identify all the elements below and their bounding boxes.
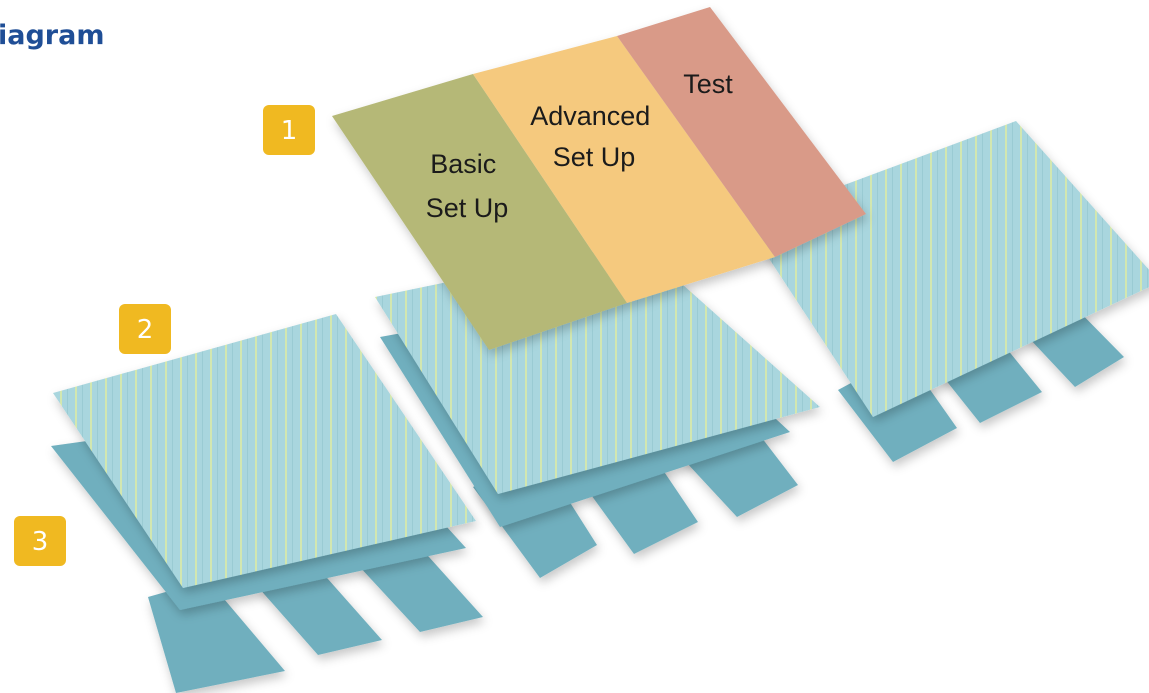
phase-advanced <box>473 36 775 303</box>
badge-1-number: 1 <box>281 116 298 146</box>
label-advanced-setup: Advanced Set Up <box>530 101 658 172</box>
label-basic-line-1: Basic <box>430 149 496 179</box>
badge-1: 1 <box>263 105 315 155</box>
layer-2-left <box>53 314 476 588</box>
label-basic-line-2: Set Up <box>426 193 509 223</box>
badge-2: 2 <box>119 304 171 354</box>
badge-3: 3 <box>14 516 66 566</box>
label-basic-setup: Basic Set Up <box>426 149 509 223</box>
tab-left-3 <box>357 547 483 632</box>
label-advanced-line-2: Set Up <box>553 142 636 172</box>
badge-2-number: 2 <box>137 315 154 345</box>
tab-left-2 <box>257 570 382 655</box>
phase-test <box>617 7 866 257</box>
layer-1 <box>332 7 866 350</box>
label-test-line-1: Test <box>683 69 733 99</box>
label-advanced-line-1: Advanced <box>530 101 650 131</box>
page-heading: iagram <box>0 20 104 51</box>
phase-basic <box>332 74 627 350</box>
badge-3-number: 3 <box>32 527 49 557</box>
label-test: Test <box>683 69 733 99</box>
stack-left <box>51 314 483 693</box>
